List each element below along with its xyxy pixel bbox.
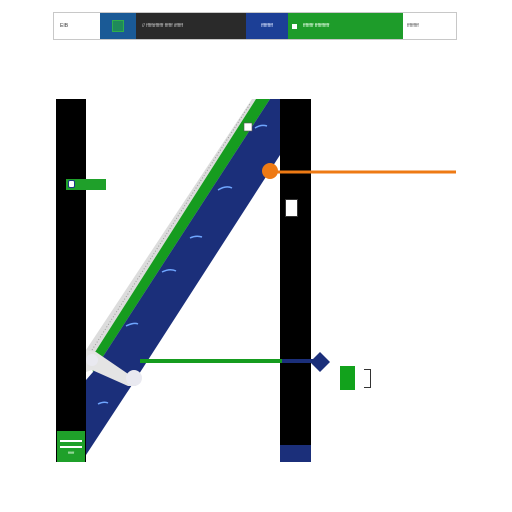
top-banner: EIB // ffffftfffffff ffffff iffffff ffff… <box>53 12 457 40</box>
diagonal-dot-trail <box>91 103 251 351</box>
banner-green-text: ffffffff fffffffffff <box>303 23 330 29</box>
banner-blue-segment: fffffffff <box>246 13 288 39</box>
banner-blue-text: fffffffff <box>261 23 273 29</box>
band-top-marker <box>243 122 253 132</box>
diagonal-green-band <box>90 99 270 372</box>
orange-connector-node <box>262 163 278 179</box>
bottom-tag-caption: ffffff <box>67 450 75 455</box>
bottom-pillar-tag: ffffff <box>57 431 85 462</box>
banner-white-text: fffffffff <box>407 23 419 29</box>
bottom-tag-line <box>60 440 82 442</box>
band-squiggle-marks <box>97 124 268 405</box>
bracket-marker <box>364 369 371 388</box>
white-marker <box>285 199 298 217</box>
diagonal-dotted-edge <box>86 99 256 360</box>
banner-code-text: EIB <box>60 23 69 29</box>
banner-dark-text: // ffffftfffffff ffffff iffffff <box>142 23 183 29</box>
left-tag-knob-icon <box>68 180 75 188</box>
right-pillar-base <box>280 445 311 462</box>
banner-badge-icon <box>112 20 124 32</box>
left-pillar-tag <box>66 179 106 190</box>
banner-green-dot-icon <box>292 23 297 29</box>
joint-left-node <box>86 354 98 366</box>
left-pillar <box>56 99 86 462</box>
joint-right-node <box>126 370 142 386</box>
diagonal-navy-band <box>86 99 280 455</box>
connector-diamond-node <box>310 352 330 372</box>
banner-code-segment: EIB <box>54 13 100 39</box>
banner-white-segment: fffffffff <box>403 13 456 39</box>
right-pillar <box>280 99 311 445</box>
bottom-tag-line <box>60 446 82 448</box>
banner-dark-segment: // ffffftfffffff ffffff iffffff <box>136 13 246 39</box>
banner-green-segment: ffffffff fffffffffff <box>288 13 403 39</box>
banner-badge-segment <box>100 13 136 39</box>
lower-joint <box>86 350 136 386</box>
green-marker <box>340 366 355 390</box>
